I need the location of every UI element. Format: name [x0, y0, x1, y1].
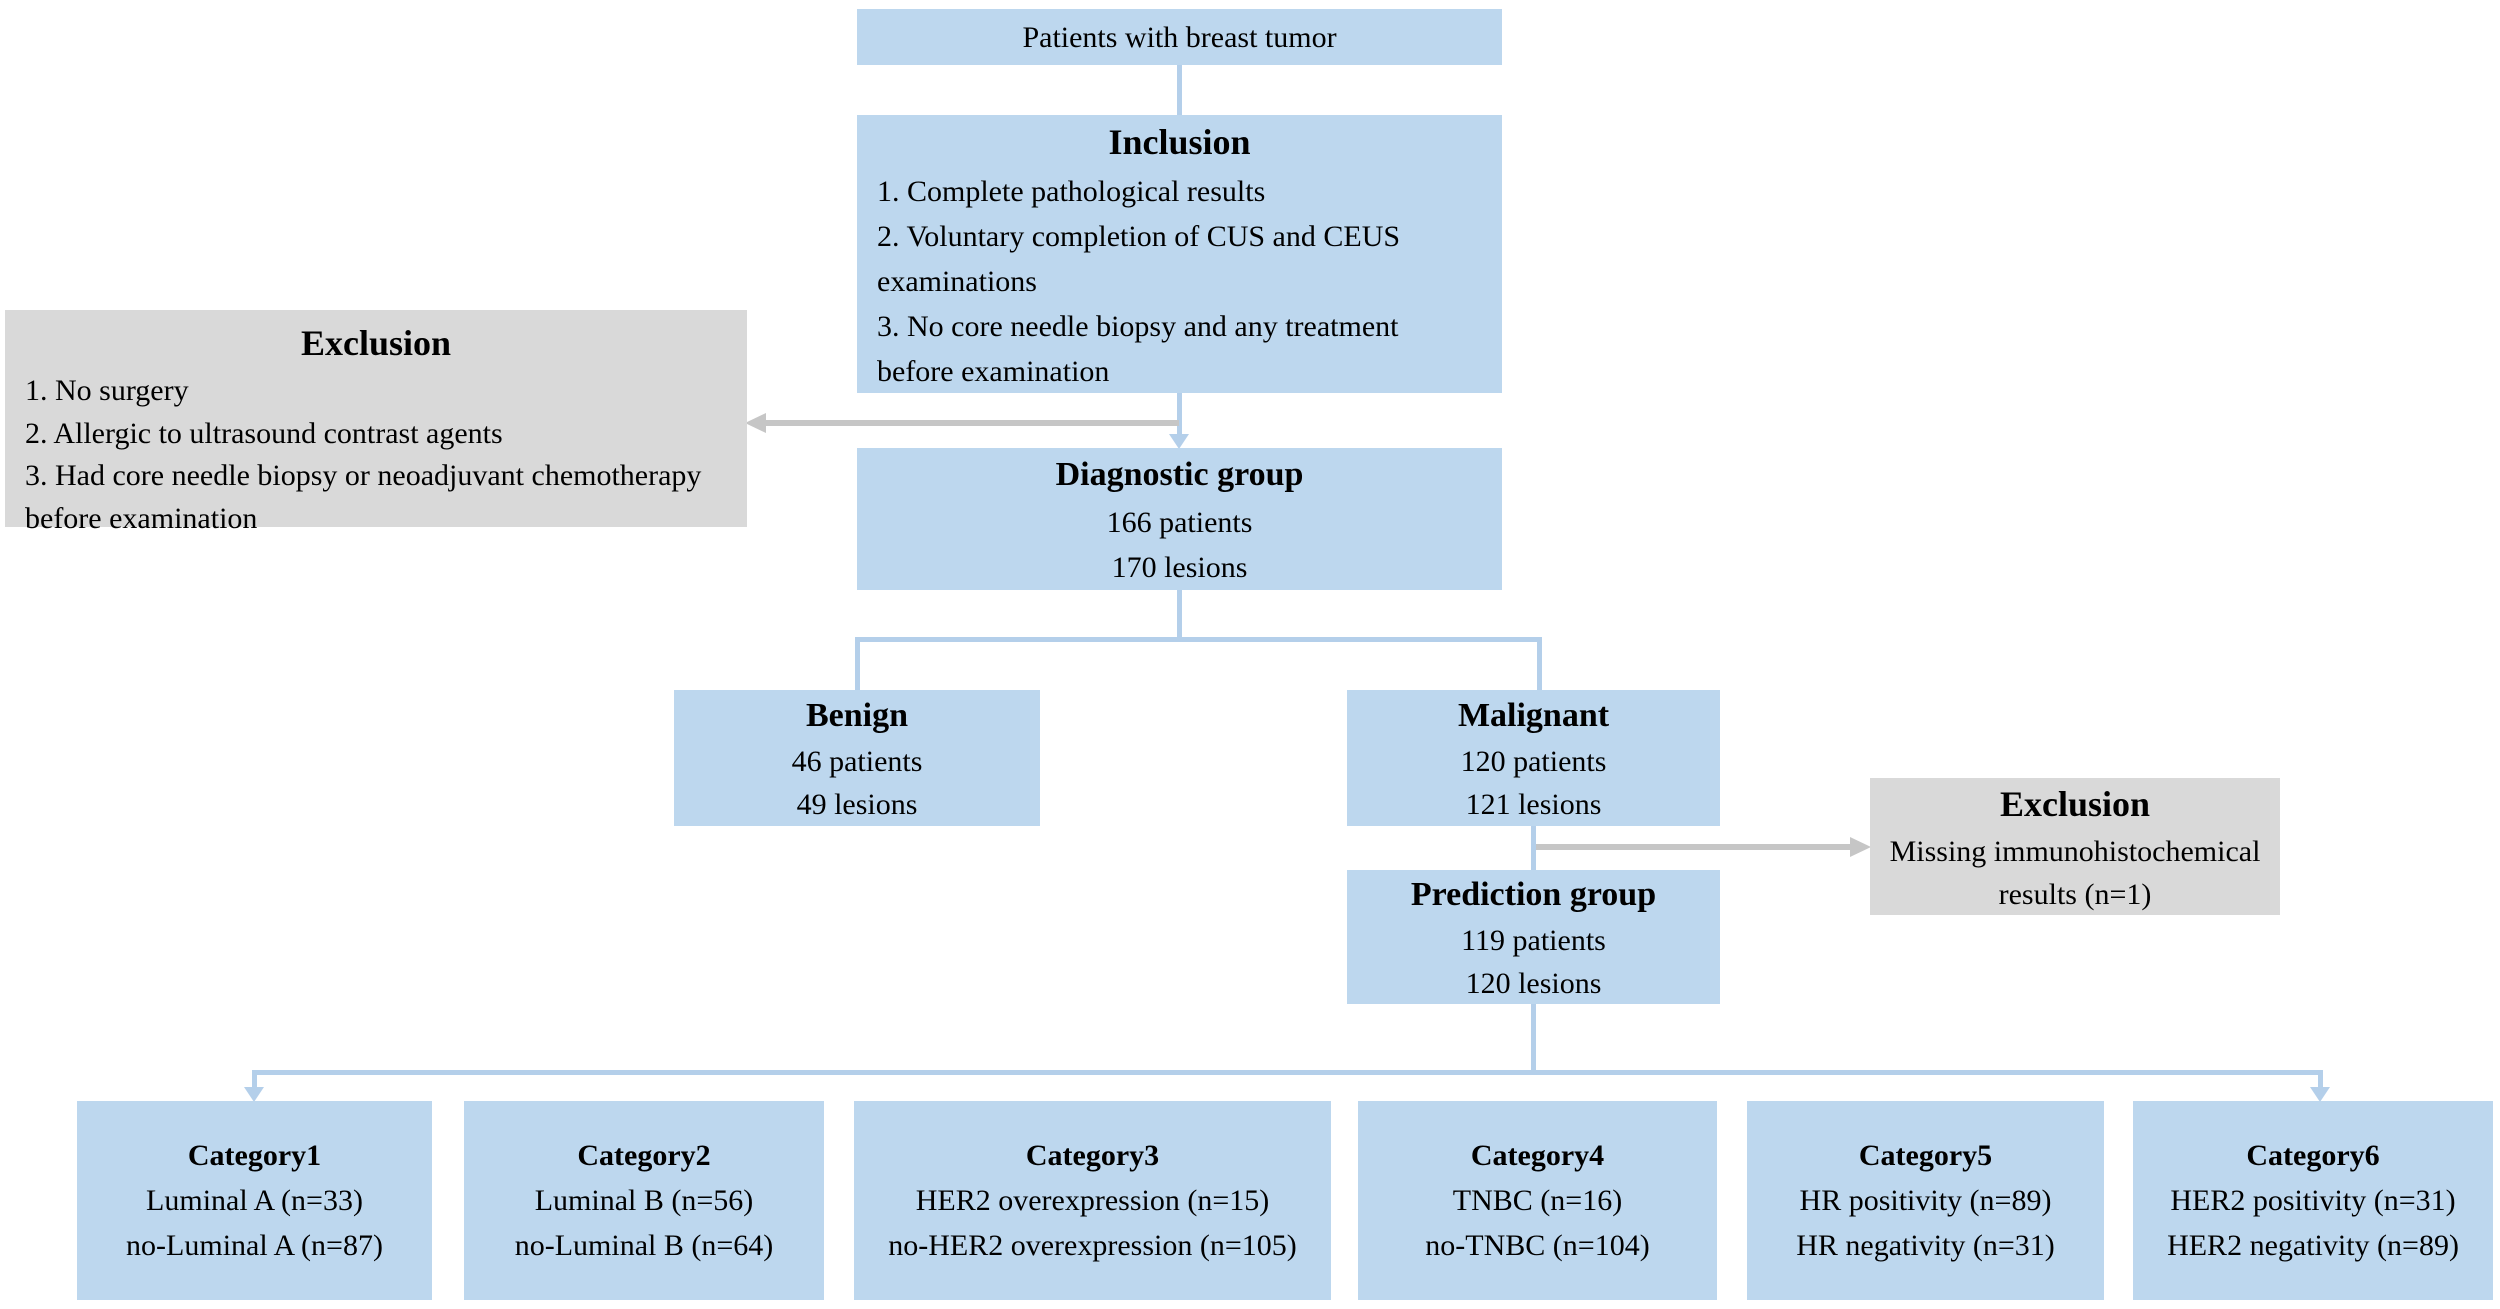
- benign-box: Benign 46 patients 49 lesions: [674, 690, 1040, 826]
- benign-lesions-count: 49 lesions: [796, 787, 918, 821]
- diagnostic-group-box: Diagnostic group 166 patients 170 lesion…: [857, 448, 1502, 590]
- exclusion-left-title: Exclusion: [300, 323, 452, 363]
- inclusion-item-1: 1. Complete pathological results: [877, 175, 1266, 208]
- category3-line-1: HER2 overexpression (n=15): [915, 1184, 1270, 1217]
- malignant-title: Malignant: [1457, 696, 1610, 734]
- exclusion-left-item-3: 3. Had core needle biopsy or neoadjuvant…: [25, 459, 702, 535]
- inclusion-items: 1. Complete pathological results 2. Volu…: [857, 169, 1502, 394]
- category4-line-2: no-TNBC (n=104): [1425, 1229, 1650, 1262]
- category5-box: Category5 HR positivity (n=89) HR negati…: [1747, 1101, 2104, 1300]
- diagnostic-lesions-count: 170 lesions: [1111, 550, 1248, 584]
- prediction-group-box: Prediction group 119 patients 120 lesion…: [1347, 870, 1720, 1004]
- benign-title: Benign: [805, 696, 909, 734]
- category1-title: Category1: [187, 1139, 322, 1172]
- category1-line-2: no-Luminal A (n=87): [126, 1229, 383, 1262]
- exclusion-right-body: Missing immunohistochemical results (n=1…: [1889, 834, 2261, 911]
- patients-label: Patients with breast tumor: [1022, 20, 1337, 54]
- category4-box: Category4 TNBC (n=16) no-TNBC (n=104): [1358, 1101, 1717, 1300]
- category2-line-2: no-Luminal B (n=64): [514, 1229, 774, 1262]
- diagnostic-group-title: Diagnostic group: [1055, 455, 1304, 493]
- exclusion-left-box: Exclusion 1. No surgery 2. Allergic to u…: [5, 310, 747, 535]
- category6-line-2: HER2 negativity (n=89): [2167, 1229, 2459, 1262]
- prediction-lesions-count: 120 lesions: [1465, 966, 1602, 1000]
- inclusion-item-3: 3. No core needle biopsy and any treatme…: [877, 310, 1399, 388]
- connector-diagnostic-branch: [1177, 590, 1182, 639]
- category4-line-1: TNBC (n=16): [1452, 1184, 1623, 1217]
- category6-box: Category6 HER2 positivity (n=31) HER2 ne…: [2133, 1101, 2493, 1300]
- arrowhead-down-category6-icon: [2310, 1087, 2330, 1102]
- inclusion-title: Inclusion: [1108, 122, 1251, 162]
- connector-to-exclusion-right: [1536, 844, 1850, 850]
- prediction-patients-count: 119 patients: [1461, 923, 1606, 957]
- connector-patients-inclusion: [1177, 64, 1182, 115]
- exclusion-right-title: Exclusion: [1999, 783, 2151, 824]
- category2-title: Category2: [577, 1139, 711, 1172]
- exclusion-left-item-1: 1. No surgery: [25, 374, 189, 407]
- category3-title: Category3: [1025, 1139, 1160, 1172]
- category1-line-1: Luminal A (n=33): [146, 1184, 363, 1217]
- category5-line-2: HR negativity (n=31): [1796, 1229, 2055, 1262]
- category5-line-1: HR positivity (n=89): [1799, 1184, 2052, 1217]
- category2-line-1: Luminal B (n=56): [534, 1184, 754, 1217]
- category2-box: Category2 Luminal B (n=56) no-Luminal B …: [464, 1101, 824, 1300]
- connector-prediction-branch: [1531, 1004, 1536, 1072]
- malignant-box: Malignant 120 patients 121 lesions: [1347, 690, 1720, 826]
- connector-branch-malignant: [1537, 640, 1542, 690]
- inclusion-box: Inclusion 1. Complete pathological resul…: [857, 115, 1502, 393]
- diagnostic-patients-count: 166 patients: [1106, 505, 1253, 539]
- category5-title: Category5: [1858, 1139, 1993, 1172]
- inclusion-item-2: 2. Voluntary completion of CUS and CEUS …: [877, 220, 1401, 298]
- branch-categories: [252, 1070, 2323, 1075]
- benign-patients-count: 46 patients: [791, 744, 923, 778]
- arrowhead-down-category1-icon: [244, 1087, 264, 1102]
- exclusion-left-items: 1. No surgery 2. Allergic to ultrasound …: [5, 370, 747, 540]
- prediction-group-title: Prediction group: [1410, 875, 1657, 913]
- category1-box: Category1 Luminal A (n=33) no-Luminal A …: [77, 1101, 432, 1300]
- connector-branch-benign: [855, 640, 860, 690]
- malignant-patients-count: 120 patients: [1460, 744, 1607, 778]
- connector-to-exclusion-left: [766, 420, 1179, 426]
- category3-box: Category3 HER2 overexpression (n=15) no-…: [854, 1101, 1331, 1300]
- exclusion-right-box: Exclusion Missing immunohistochemical re…: [1870, 778, 2280, 915]
- arrowhead-down-diagnostic-icon: [1169, 434, 1189, 449]
- connector-branch-category1: [252, 1070, 257, 1088]
- category4-title: Category4: [1470, 1139, 1605, 1172]
- arrowhead-left-exclusion-icon: [745, 413, 766, 433]
- arrowhead-right-exclusion-icon: [1850, 837, 1871, 857]
- connector-branch-category6: [2318, 1070, 2323, 1088]
- connector-inclusion-diagnostic: [1177, 393, 1182, 435]
- connector-malignant-prediction: [1531, 826, 1536, 870]
- branch-benign-malignant: [855, 637, 1542, 642]
- malignant-lesions-count: 121 lesions: [1465, 787, 1602, 821]
- category6-line-1: HER2 positivity (n=31): [2170, 1184, 2456, 1217]
- category3-line-2: no-HER2 overexpression (n=105): [888, 1229, 1297, 1262]
- exclusion-left-item-2: 2. Allergic to ultrasound contrast agent…: [25, 416, 503, 450]
- category6-title: Category6: [2246, 1139, 2380, 1172]
- patients-box: Patients with breast tumor: [857, 9, 1502, 65]
